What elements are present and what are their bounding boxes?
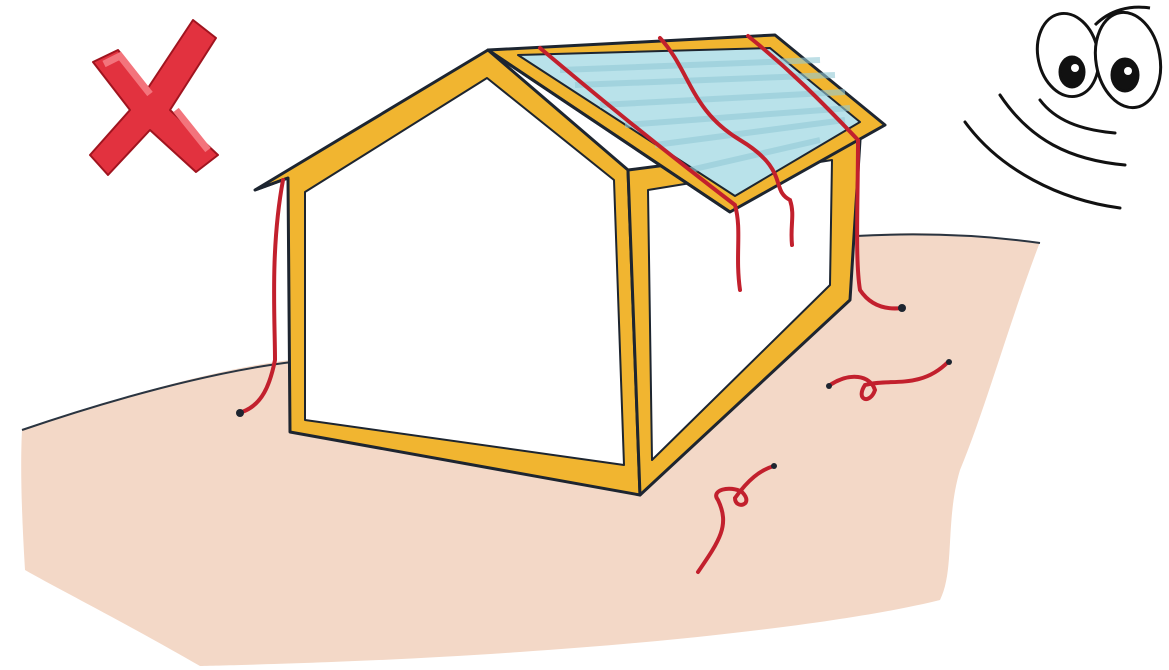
sound-lines (965, 95, 1125, 208)
red-x-icon (90, 20, 218, 175)
cartoon-eyes-icon (1030, 7, 1168, 113)
gable-wall (255, 50, 640, 495)
